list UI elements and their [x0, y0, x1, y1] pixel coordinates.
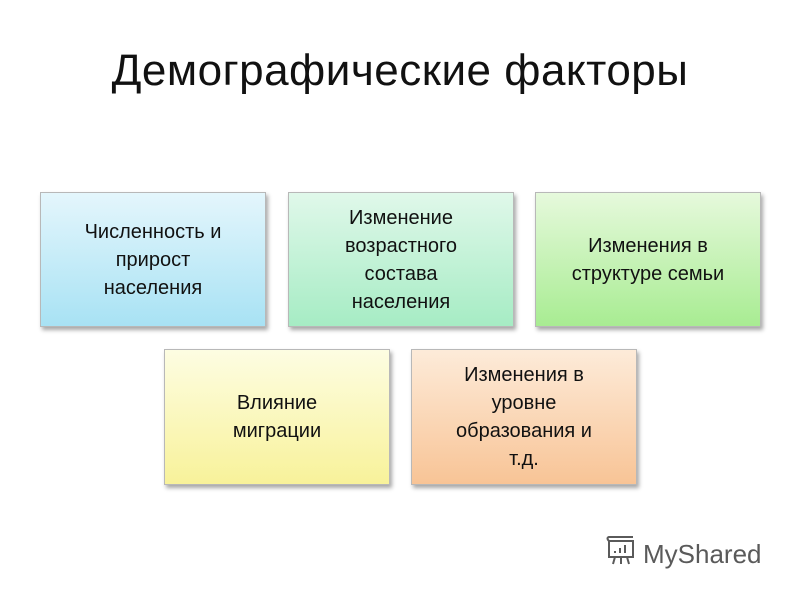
- presentation-chart-icon: [605, 535, 637, 574]
- factor-label: Численность и прирост населения: [84, 220, 222, 299]
- watermark-text: MyShared: [643, 539, 762, 569]
- factor-box-family-structure: Изменения в структуре семьи: [535, 192, 761, 327]
- factor-box-education: Изменения в уровне образования и т.д.: [411, 349, 637, 485]
- factor-label: Изменения в структуре семьи: [571, 234, 725, 285]
- factor-label: Изменение возрастного состава населения: [344, 206, 458, 313]
- factor-label: Влияние миграции: [232, 392, 322, 442]
- factor-box-population-size: Численность и прирост населения: [40, 192, 266, 327]
- factor-box-migration: Влияние миграции: [164, 349, 390, 485]
- slide-title: Демографические факторы: [111, 46, 689, 95]
- watermark: MyShared: [605, 535, 762, 574]
- factor-box-age-structure: Изменение возрастного состава населения: [288, 192, 514, 327]
- factor-label: Изменения в уровне образования и т.д.: [456, 364, 592, 470]
